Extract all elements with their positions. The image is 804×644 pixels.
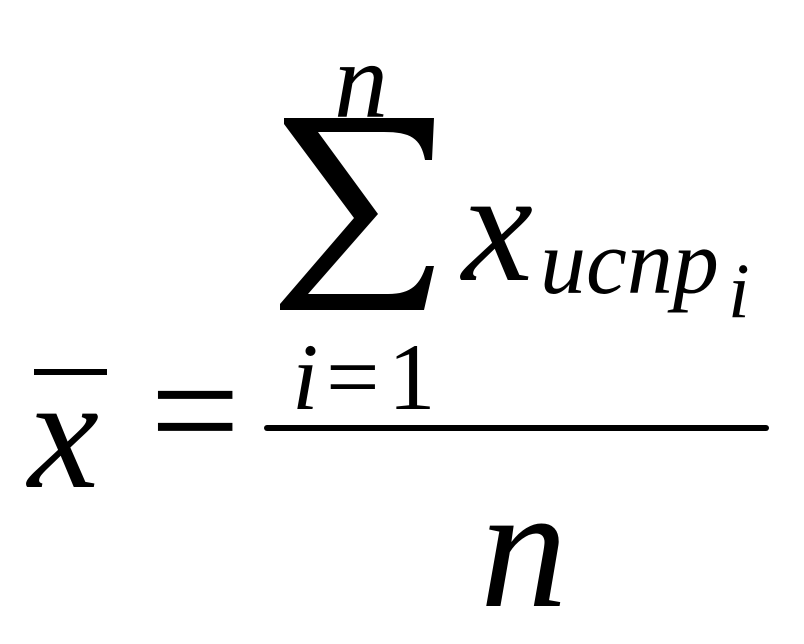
- equals-sign: =: [150, 321, 241, 499]
- denominator: n: [480, 450, 568, 644]
- sum-lower-value: 1: [388, 324, 436, 430]
- summand-subscript-index: i: [728, 247, 750, 334]
- summation-sigma-icon: [280, 118, 434, 310]
- summand-variable: x: [462, 137, 534, 315]
- fraction-bar: [264, 425, 769, 431]
- lhs-variable: x: [28, 344, 100, 522]
- sum-upper-limit: n: [334, 22, 388, 141]
- sum-lower-equals: =: [326, 324, 380, 430]
- sum-lower-index: i: [292, 324, 319, 430]
- summand-subscript: ucnp: [540, 211, 719, 313]
- mean-bar: [34, 369, 107, 375]
